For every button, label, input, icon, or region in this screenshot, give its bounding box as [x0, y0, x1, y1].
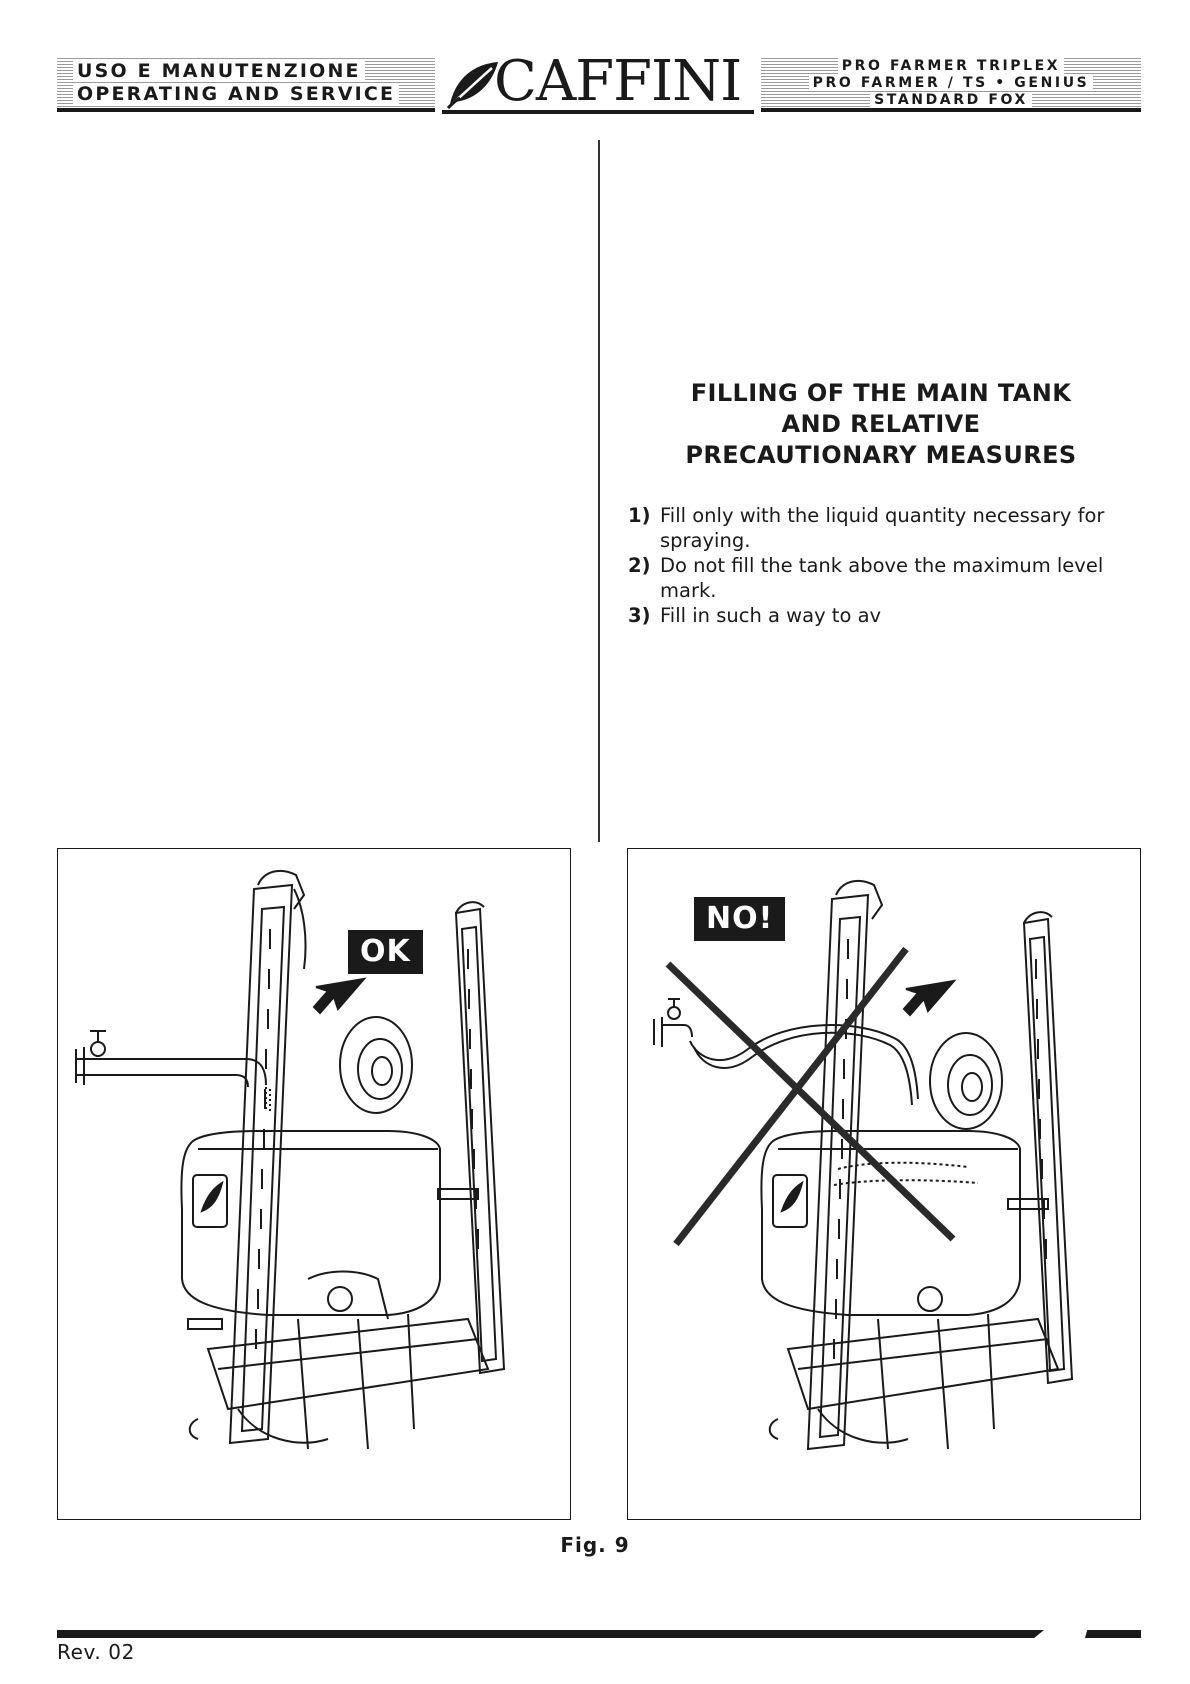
list-item-text: Fill only with the liquid quantity neces…	[660, 504, 1105, 552]
section-title-line-2: AND RELATIVE	[781, 410, 981, 438]
precaution-list: 1) Fill only with the liquid quantity nec…	[622, 503, 1140, 628]
header-model-3: STANDARD FOX	[761, 92, 1141, 108]
footer-rule	[57, 1630, 1044, 1638]
section-title: FILLING OF THE MAIN TANK AND RELATIVE PR…	[622, 378, 1140, 471]
header-model-1: PRO FARMER TRIPLEX	[761, 58, 1141, 74]
footer-rule-end	[1085, 1630, 1141, 1638]
filling-section: FILLING OF THE MAIN TANK AND RELATIVE PR…	[622, 378, 1140, 628]
figure-incorrect-filling: NO!	[627, 848, 1141, 1520]
header-underline-left	[57, 108, 435, 112]
brand-logo: CAFFINI	[442, 52, 754, 114]
revision-label: Rev. 02	[57, 1640, 135, 1664]
list-item-number: 2)	[628, 554, 651, 577]
header-manual-title: USO E MANUTENZIONE OPERATING AND SERVICE	[57, 56, 435, 112]
no-badge: NO!	[694, 897, 786, 941]
section-title-line-3: PRECAUTIONARY MEASURES	[685, 441, 1077, 469]
list-item: 2) Do not fill the tank above the maximum…	[622, 553, 1140, 603]
header-model-list: PRO FARMER TRIPLEX PRO FARMER / TS • GEN…	[761, 56, 1141, 112]
list-item-number: 3)	[628, 604, 651, 627]
header-manual-title-it: USO E MANUTENZIONE	[73, 60, 365, 82]
brand-name: CAFFINI	[494, 49, 742, 114]
header-manual-title-en: OPERATING AND SERVICE	[73, 83, 400, 105]
page-header: USO E MANUTENZIONE OPERATING AND SERVICE…	[57, 52, 1141, 114]
list-item-text: Fill in such a way to av	[660, 604, 882, 627]
leaf-icon	[446, 62, 498, 110]
column-divider	[598, 140, 600, 842]
cross-stroke-1	[665, 961, 956, 1242]
list-item: 1) Fill only with the liquid quantity nec…	[622, 503, 1140, 553]
figure-correct-filling: OK	[57, 848, 571, 1520]
sprayer-illustration-ok	[75, 869, 506, 1450]
list-item-text: Do not fill the tank above the maximum l…	[660, 554, 1104, 602]
header-underline-logo	[442, 110, 754, 114]
ok-badge: OK	[348, 930, 423, 974]
list-item-number: 1)	[628, 504, 651, 527]
list-item: 3) Fill in such a way to av	[622, 603, 1140, 628]
sprayer-illustration-no	[653, 879, 1074, 1451]
header-underline-right	[761, 108, 1141, 112]
section-title-line-1: FILLING OF THE MAIN TANK	[690, 379, 1072, 407]
figure-caption: Fig. 9	[560, 1533, 630, 1557]
header-model-2: PRO FARMER / TS • GENIUS	[761, 75, 1141, 91]
cross-stroke-2	[673, 946, 909, 1247]
